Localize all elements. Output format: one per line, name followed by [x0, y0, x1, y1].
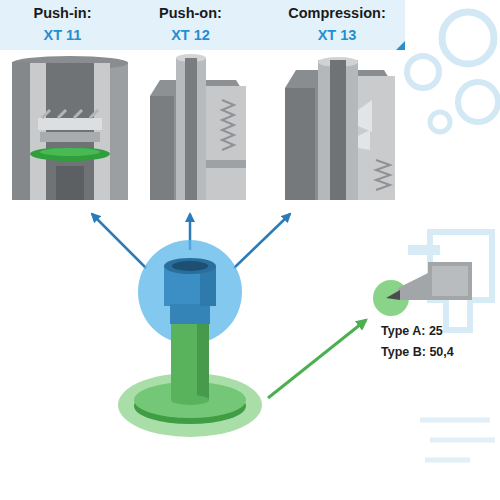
- callout-arrow: [234, 214, 290, 268]
- push-in-cutaway: [46, 63, 94, 200]
- compression-cutaway: [358, 130, 370, 150]
- push-in-cutaway: [40, 148, 100, 156]
- push-on-cutaway: [150, 96, 174, 200]
- connection-type: Push-in:: [0, 6, 125, 22]
- flange-detail: [432, 266, 468, 296]
- background-decoration: [458, 82, 498, 122]
- connection-type: Push-on:: [128, 6, 253, 22]
- fitting-part: [118, 240, 262, 437]
- flange-detail: [398, 262, 472, 300]
- fitting-part: [172, 261, 208, 271]
- push-on-cutaway: [150, 54, 246, 200]
- fitting-panel: Compression: XT 13: [262, 4, 412, 200]
- push-on-cutaway: [222, 100, 234, 150]
- compression-cutaway: [318, 60, 358, 200]
- flange-detail: [373, 262, 472, 316]
- push-in-cutaway: [30, 147, 110, 161]
- push-on-cutaway: [176, 58, 206, 200]
- fitting-part: [171, 318, 209, 400]
- push-on-cutaway: [206, 160, 246, 168]
- callout-arrow: [268, 320, 366, 398]
- background-decoration: [407, 56, 439, 88]
- product-code: XT 13: [262, 28, 412, 44]
- compression-cutaway: [285, 57, 395, 200]
- push-in-cutaway: [42, 110, 98, 118]
- push-in-cutaway: [12, 62, 30, 200]
- push-in-cutaway: [30, 63, 110, 200]
- push-in-cutaway: [56, 166, 84, 200]
- fitting-part: [197, 318, 209, 400]
- dimension-label: Type B: 50,4: [381, 346, 454, 360]
- push-in-cutaway: [12, 56, 128, 200]
- fitting-panel: Push-in: XT 11: [0, 4, 125, 200]
- push-on-cutaway: [206, 86, 246, 200]
- compression-cutaway: [358, 76, 395, 200]
- callout-arrow: [92, 214, 366, 398]
- flange-detail: [386, 290, 400, 300]
- background-decoration: [420, 420, 495, 460]
- background-decoration: [430, 112, 450, 132]
- push-in-cutaway: [40, 132, 100, 142]
- dimension-label: Type A: 25: [381, 325, 443, 339]
- background-decoration: [407, 12, 498, 460]
- product-code: XT 11: [0, 28, 125, 44]
- callout-arrow: [92, 214, 146, 268]
- fitting-panel: Push-on: XT 12: [128, 4, 253, 200]
- compression-cutaway: [358, 100, 372, 132]
- product-code: XT 12: [128, 28, 253, 44]
- fitting-part: [171, 395, 209, 405]
- push-in-cutaway: [38, 118, 102, 130]
- heading-band: [396, 41, 405, 50]
- fitting-part: [170, 304, 210, 324]
- background-decoration: [442, 12, 494, 64]
- background-decoration: [408, 245, 440, 255]
- compression-cutaway: [285, 88, 315, 200]
- compression-cutaway: [330, 60, 346, 200]
- connection-type: Compression:: [262, 6, 412, 22]
- push-on-cutaway: [185, 58, 197, 200]
- fitting-part: [164, 258, 216, 274]
- push-in-cutaway: [12, 62, 128, 200]
- compression-cutaway: [376, 160, 390, 190]
